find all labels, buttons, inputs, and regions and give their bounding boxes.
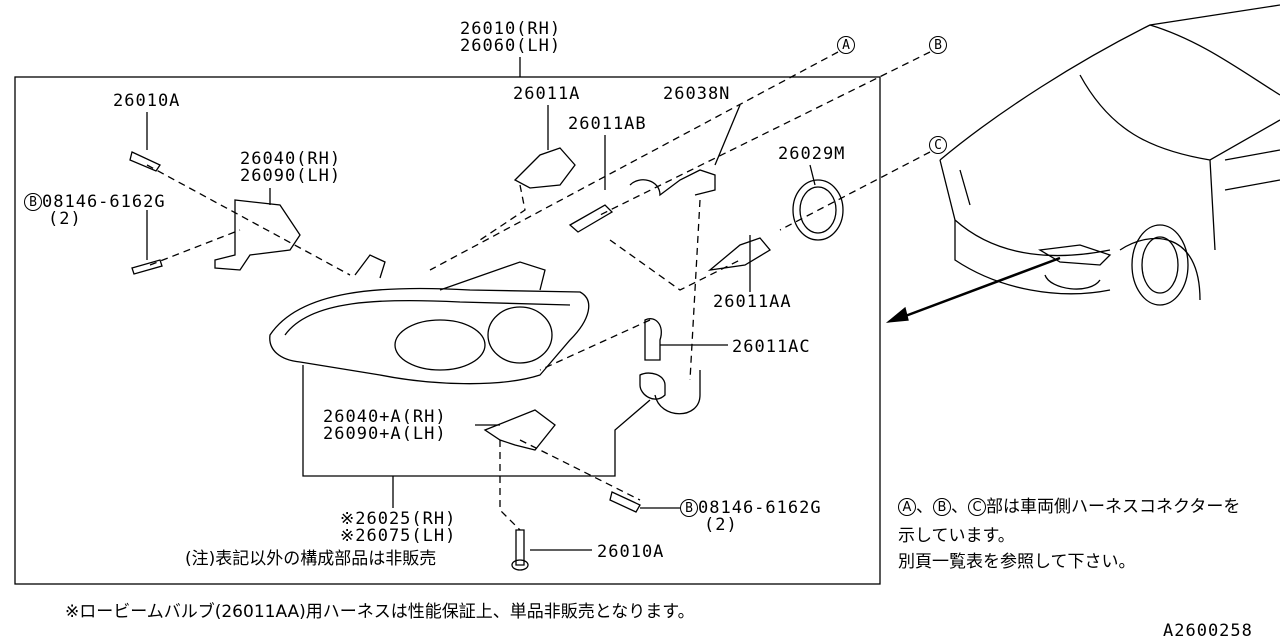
assembly-frame [14,76,881,585]
part-26011ab: 26011AB [568,114,647,134]
car-illustration [939,4,1280,306]
connector-note-line2: 示しています。 [898,526,1015,546]
bulbs [513,147,771,415]
sep: 、 [916,497,933,517]
c-circle: C [968,498,986,516]
part-26011a: 26011A [513,84,581,104]
footnote: ※ロービームバルブ(26011AA)用ハーネスは性能保証上、単品非販売となります… [65,602,695,622]
part-bracket-rh: 26040(RH) [240,149,342,169]
connector-b-marker: B [929,36,947,54]
part-bracket2-rh: 26040+A(RH) [323,407,447,427]
not-sold-note: (注)表記以外の構成部品は非販売 [185,549,437,569]
bracket-lower [483,409,556,451]
assembly-rh-label: 26010(RH) [460,19,562,39]
part-26011aa: 26011AA [713,292,792,312]
part-26010a-bottom: 26010A [597,542,665,562]
connector-a-marker: A [837,36,855,54]
part-26038n: 26038N [663,84,731,104]
bracket-upper [214,199,301,271]
note-text: 部は車両側ハーネスコネクターを [986,497,1241,517]
figure-id: A2600258 [1163,621,1253,640]
part-bolt-right-qty: (2) [704,515,738,535]
bolts [129,151,641,571]
a-circle: A [898,498,916,516]
assembly-lh-label: 26060(LH) [460,36,562,56]
b-circle: B [680,499,698,517]
bolt-left-code: 08146-6162G [42,192,166,212]
part-bracket-lh: 26090(LH) [240,166,342,186]
b-circle: B [24,193,42,211]
part-lens-lh: ※26075(LH) [340,526,457,546]
part-bolt-left-qty: (2) [48,209,82,229]
part-lens-rh: ※26025(RH) [340,509,457,529]
bolt-right-code: 08146-6162G [698,498,822,518]
cover-26029M [792,179,844,241]
connector-c-marker: C [929,136,947,154]
connector-c-circle: C [929,136,947,154]
sep: 、 [951,497,968,517]
b-circle: B [933,498,951,516]
part-26029m: 26029M [778,144,846,164]
part-26010a-top: 26010A [113,91,181,111]
connector-b-circle: B [929,36,947,54]
headlamp-body [269,254,590,385]
connector-note-line3: 別頁一覧表を参照して下さい。 [898,552,1136,572]
part-26011ac: 26011AC [732,337,811,357]
part-bracket2-lh: 26090+A(LH) [323,424,447,444]
connector-a-circle: A [837,36,855,54]
